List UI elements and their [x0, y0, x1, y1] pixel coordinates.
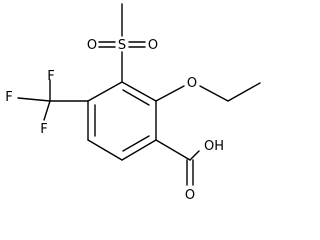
ring-bond-c1-c2: [121, 81, 157, 102]
ether-oxygen-label: O: [187, 76, 197, 91]
sulfur-label: S: [118, 38, 126, 53]
bond-ring-to-carboxyl-carbon: [155, 139, 191, 161]
fluorine-left-label: F: [5, 90, 12, 105]
hydroxyl-label: OH: [204, 139, 224, 154]
ring-bond-c6-c1: [87, 81, 123, 102]
ring-bond-c3-c4: [121, 139, 157, 161]
sulfonyl-oxygen-right-label: O: [148, 38, 158, 53]
fluorine-bottom-label: F: [40, 122, 47, 137]
bond-cf3-to-fluorine-left: [17, 97, 51, 102]
fluorine-top-label: F: [47, 69, 54, 84]
benzene-ring: [87, 81, 157, 161]
bond-carboxyl-to-hydroxyl: [189, 150, 200, 161]
ring-double-bond-inner-c3-c4: [122, 135, 150, 152]
carbonyl-oxygen-label: O: [185, 188, 195, 203]
carboxylic-acid-group: OH O: [155, 139, 224, 203]
trifluoromethyl-group: F F F: [5, 69, 89, 137]
methylsulfonyl-group: S O O: [87, 3, 158, 83]
bond-ring-to-ether-oxygen: [155, 85, 185, 102]
bond-ether-oxygen-to-ch2: [199, 85, 229, 102]
bond-ch2-to-ch3: [227, 82, 261, 102]
sulfonyl-oxygen-left-label: O: [87, 38, 97, 53]
ring-bond-c4-c5: [87, 139, 123, 161]
chemical-structure-diagram: S O O O F F F OH O: [5, 3, 261, 203]
bond-cf3-to-fluorine-bottom: [43, 100, 51, 121]
ring-double-bond-inner-c1-c2: [122, 89, 150, 106]
ethoxy-group: O: [155, 76, 261, 102]
